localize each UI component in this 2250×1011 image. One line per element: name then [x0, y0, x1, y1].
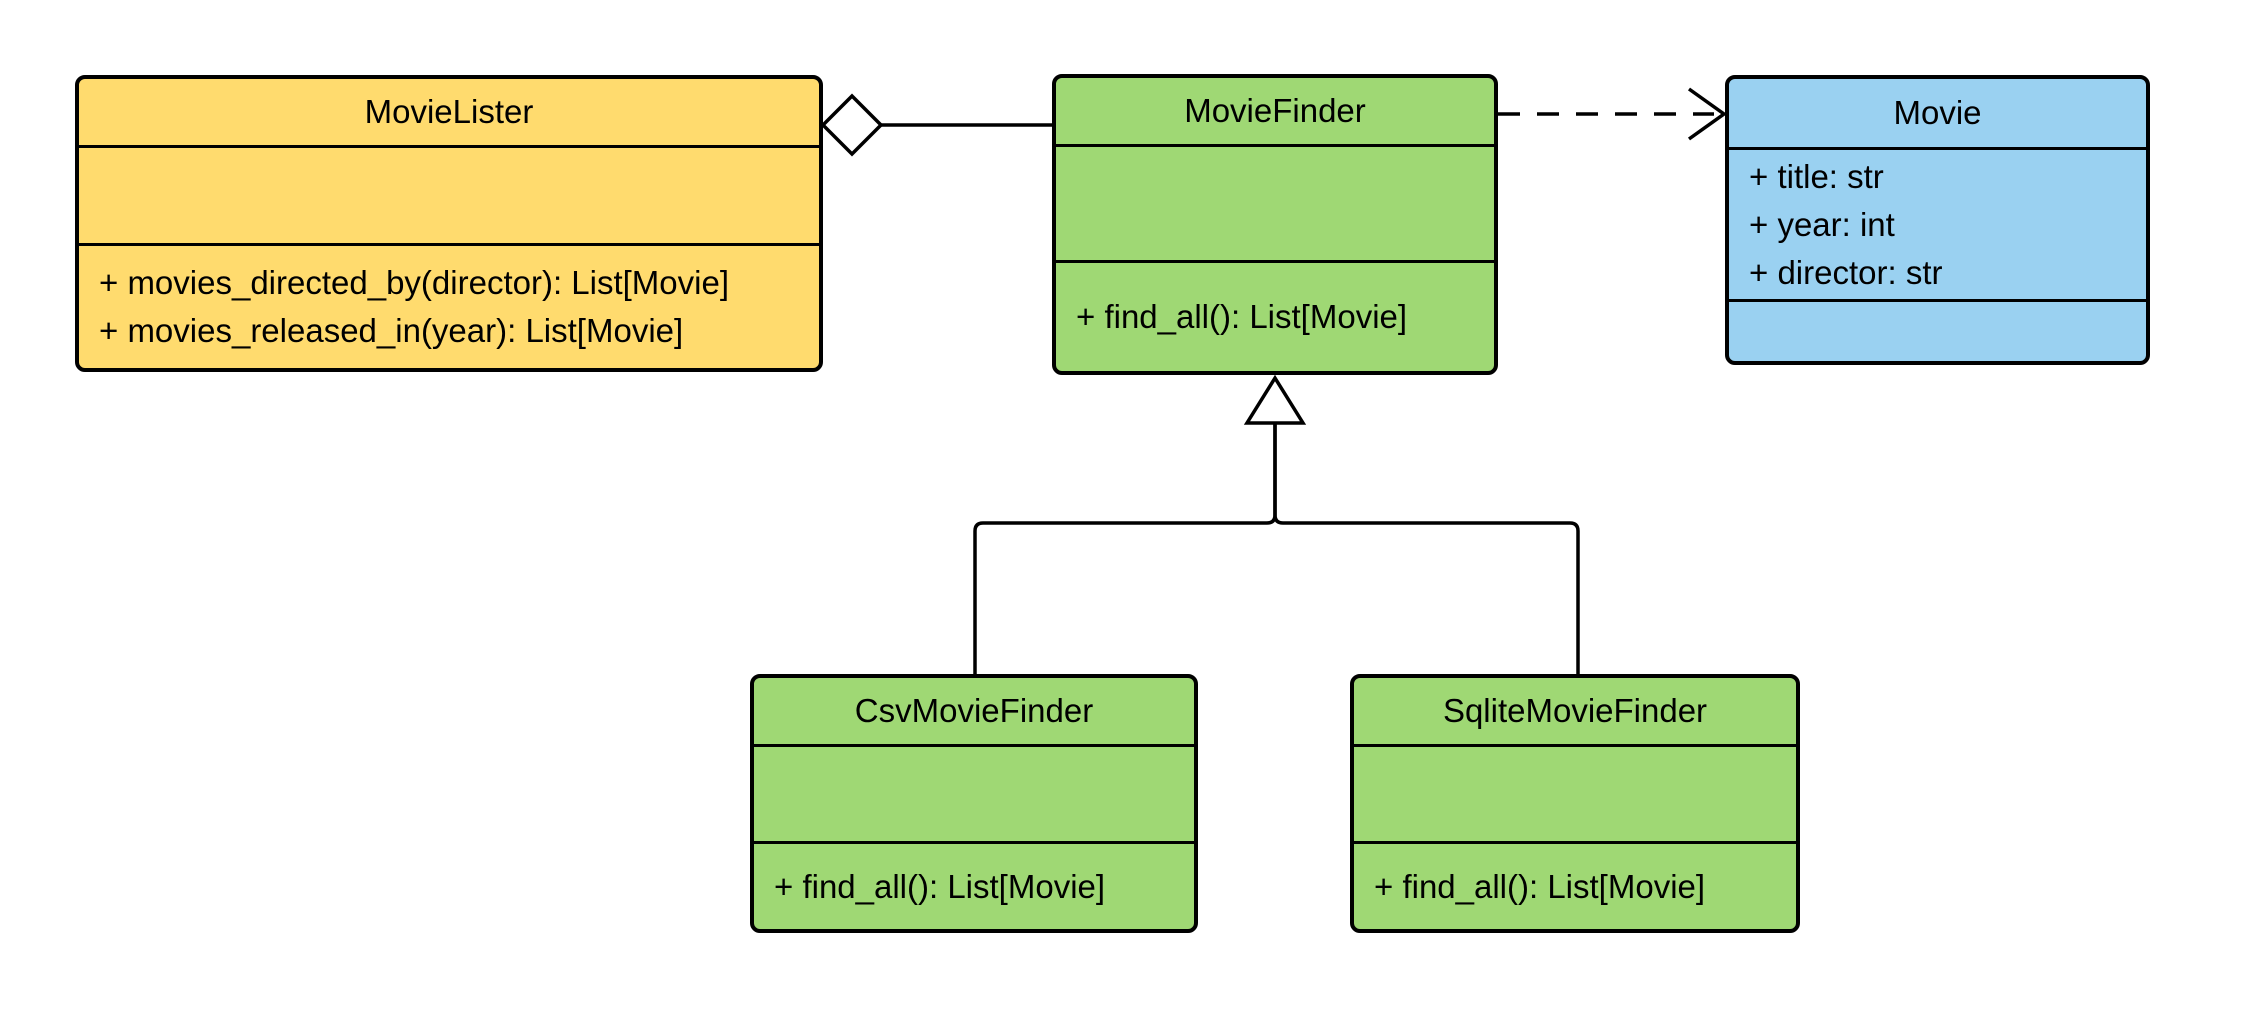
attributes-section	[79, 145, 819, 243]
class-title: MovieLister	[364, 93, 534, 130]
methods-section: + movies_directed_by(director): List[Mov…	[79, 243, 819, 368]
class-title: MovieFinder	[1184, 92, 1366, 129]
methods-section: + find_all(): List[Movie]	[754, 841, 1194, 929]
inheritance-triangle-icon	[1243, 374, 1307, 425]
methods-section	[1729, 299, 2146, 361]
dependency-arrowhead-icon	[1687, 87, 1728, 141]
class-title: Movie	[1893, 94, 1982, 131]
attributes-section: + title: str + year: int + director: str	[1729, 147, 2146, 299]
class-box-csvmoviefinder: CsvMovieFinder + find_all(): List[Movie]	[750, 674, 1198, 933]
class-box-movielister: MovieLister + movies_directed_by(directo…	[75, 75, 823, 372]
methods-section: + find_all(): List[Movie]	[1354, 841, 1796, 929]
class-box-sqlitemoviefinder: SqliteMovieFinder + find_all(): List[Mov…	[1350, 674, 1800, 933]
class-box-moviefinder: MovieFinder + find_all(): List[Movie]	[1052, 74, 1498, 375]
method-item: + find_all(): List[Movie]	[774, 867, 1106, 905]
inheritance-edge-sqlitemoviefinder	[1273, 423, 1580, 676]
class-title: SqliteMovieFinder	[1442, 692, 1708, 729]
method-item: + find_all(): List[Movie]	[1374, 867, 1706, 905]
attribute-item: + director: str	[1749, 253, 1943, 291]
aggregation-diamond-icon	[820, 93, 884, 157]
method-item: + find_all(): List[Movie]	[1076, 298, 1408, 335]
inheritance-edge-csvmoviefinder	[973, 423, 1277, 676]
attribute-item: + year: int	[1749, 205, 1895, 243]
attribute-item: + title: str	[1749, 157, 1884, 195]
class-title: CsvMovieFinder	[854, 692, 1094, 729]
attributes-section	[754, 744, 1194, 841]
methods-section: + find_all(): List[Movie]	[1056, 260, 1494, 371]
method-item: + movies_directed_by(director): List[Mov…	[99, 264, 729, 301]
attributes-section	[1056, 144, 1494, 260]
class-box-movie: Movie + title: str + year: int + directo…	[1725, 75, 2150, 365]
method-item: + movies_released_in(year): List[Movie]	[99, 312, 684, 349]
attributes-section	[1354, 744, 1796, 841]
